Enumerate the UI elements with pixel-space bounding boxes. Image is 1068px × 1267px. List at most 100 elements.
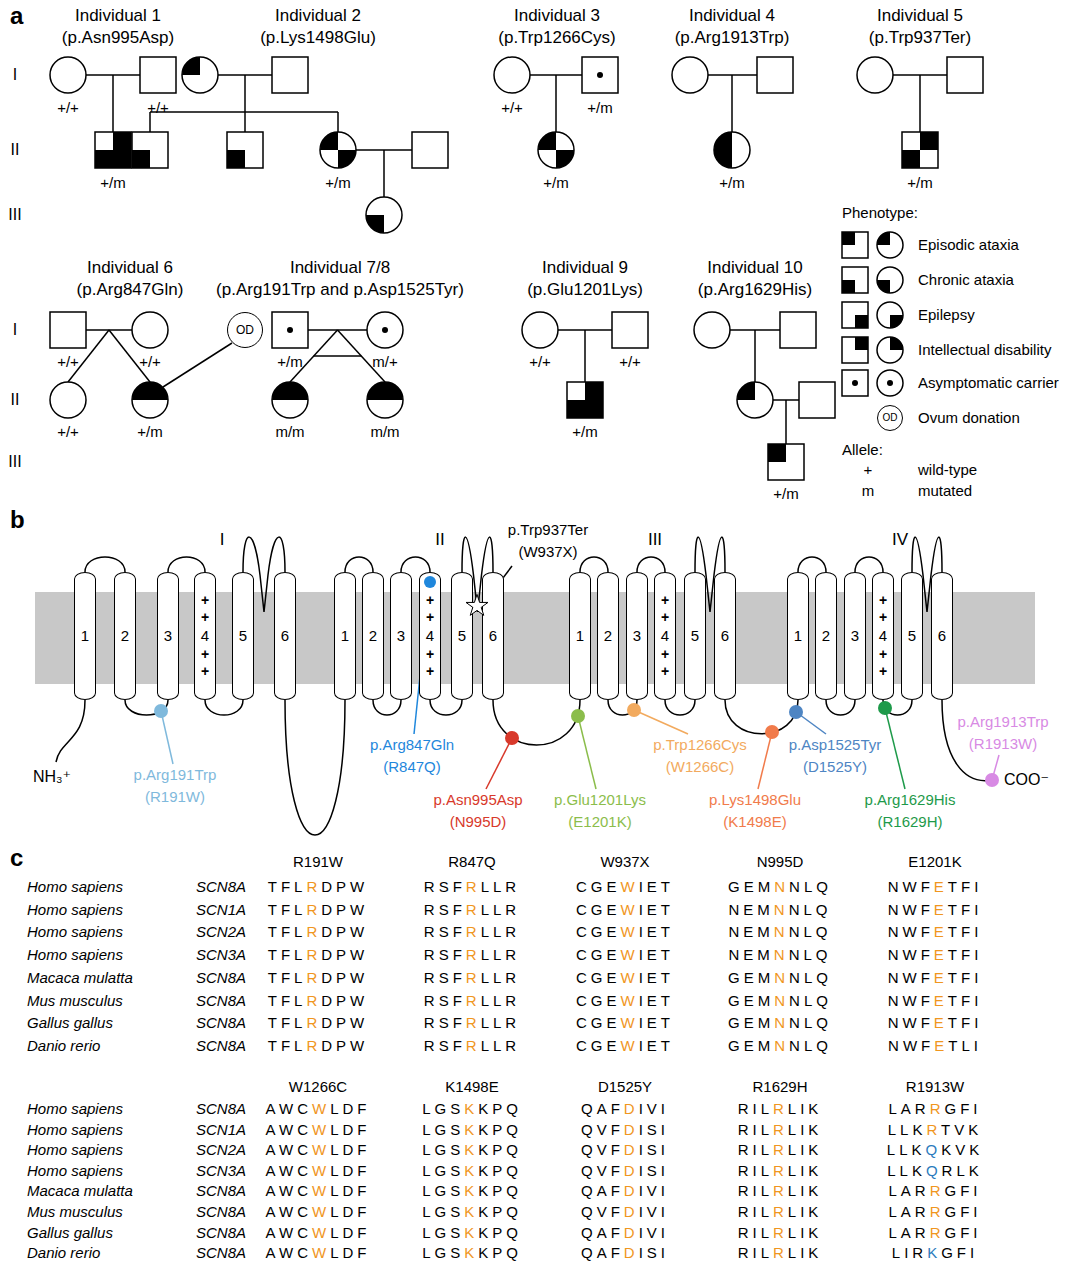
residue-letter: I (752, 1203, 760, 1220)
sequence-text: GEMNNLQ (728, 878, 832, 895)
residue-letter: I (800, 1142, 808, 1159)
sequence-text: RILRLIK (738, 1100, 823, 1117)
sequence-text: QAFDIVI (581, 1100, 669, 1117)
sequence-text: GEMNNLQ (728, 969, 832, 986)
symbol-outline (132, 312, 168, 348)
residue-letter: A (266, 1100, 279, 1117)
residue-letter: V (597, 1121, 611, 1138)
individual-title: Individual 9 (542, 258, 628, 278)
sequence-text: AWCWLDF (266, 1100, 371, 1117)
variant-name: p.Arg847Gln (370, 736, 454, 753)
residue-letter: I (973, 1203, 981, 1220)
domain-linker (285, 700, 345, 835)
residue-letter: L (888, 1183, 900, 1200)
gene-name: SCN8A (196, 1245, 246, 1262)
residue-letter: Q (581, 1203, 597, 1220)
residue-letter: K (478, 1142, 492, 1159)
individual-title: Individual 6 (87, 258, 173, 278)
residue-letter: I (639, 1100, 647, 1117)
sequence-text: NWFETFI (888, 924, 983, 941)
residue-letter: F (357, 1203, 370, 1220)
residue-letter: W (902, 1015, 920, 1032)
species-name: Homo sapiens (27, 1121, 123, 1138)
genotype-label: +/+ (501, 99, 523, 116)
residue-letter: L (294, 924, 306, 941)
sequence-text: RILRLIK (738, 1183, 823, 1200)
residue-letter: S (439, 992, 453, 1009)
symbol-outline (367, 312, 403, 348)
generation-number: I (13, 321, 17, 339)
pedigree-line (383, 150, 385, 197)
residue-letter: R (738, 1183, 753, 1200)
residue-letter: R (942, 1162, 957, 1179)
residue-letter: E (647, 946, 661, 963)
legend-heading: Phenotype: (842, 204, 918, 221)
genotype-label: +/+ (57, 99, 79, 116)
residue-letter: F (281, 992, 294, 1009)
symbol-outline (768, 444, 804, 480)
residue-letter: R (424, 992, 439, 1009)
residue-letter: D (321, 878, 336, 895)
residue-letter: F (281, 924, 294, 941)
residue-letter: C (297, 1183, 312, 1200)
symbol-outline (272, 312, 308, 348)
residue-letter: K (911, 1142, 925, 1159)
residue-letter: E (647, 924, 661, 941)
residue-letter: I (974, 946, 982, 963)
variant-dot (627, 703, 641, 717)
female-symbol (538, 132, 574, 168)
symbol-outline (857, 57, 893, 93)
residue-letter: K (808, 1183, 822, 1200)
symbol-ground (694, 312, 730, 348)
residue-letter: T (948, 901, 961, 918)
variant-code: (N995D) (450, 813, 507, 830)
sequence-text: RSFRLLR (424, 1015, 520, 1032)
species-name: Gallus gallus (27, 1224, 113, 1241)
residue-letter: R (466, 992, 481, 1009)
extracellular-loop (798, 557, 826, 572)
segment-number: 1 (341, 626, 349, 646)
genotype-label: +/+ (57, 353, 79, 370)
residue-letter: W (350, 946, 368, 963)
extracellular-loop (85, 557, 125, 572)
residue-letter: L (330, 1224, 342, 1241)
symbol-outline (50, 57, 86, 93)
legend-text: Episodic ataxia (918, 236, 1019, 253)
extracellular-loop (637, 557, 665, 572)
species-name: Homo sapiens (27, 924, 123, 941)
transmembrane-segment: ++4++ (194, 572, 216, 700)
intracellular-loop (826, 700, 855, 715)
panel-letter: c (10, 844, 23, 872)
individual-title: Individual 4 (689, 6, 775, 26)
residue-letter: D (624, 1121, 639, 1138)
residue-letter: W (279, 1100, 297, 1117)
charge-mark: + (426, 663, 434, 680)
transmembrane-segment: 5 (451, 572, 473, 700)
residue-letter: N (774, 969, 789, 986)
residue-letter: A (901, 1203, 915, 1220)
residue-letter: F (357, 1183, 370, 1200)
residue-letter: F (281, 969, 294, 986)
residue-letter: E (934, 924, 948, 941)
residue-letter: L (493, 924, 505, 941)
residue-letter: F (453, 878, 466, 895)
symbol-ground (132, 132, 168, 168)
variant-name: p.Glu1201Lys (554, 791, 646, 808)
leader-line (578, 716, 596, 789)
residue-letter: D (321, 924, 336, 941)
residue-letter: F (453, 1015, 466, 1032)
segment-number: 6 (489, 626, 497, 646)
residue-letter: N (774, 924, 789, 941)
residue-letter: G (728, 1037, 744, 1054)
residue-letter: F (611, 1121, 624, 1138)
sequence-text: TFLRDPW (268, 992, 369, 1009)
residue-letter: P (336, 878, 350, 895)
intracellular-loop (665, 700, 695, 715)
transmembrane-segment: 1 (74, 572, 96, 700)
residue-letter: I (661, 1162, 669, 1179)
residue-letter: F (611, 1142, 624, 1159)
residue-letter: S (647, 1142, 661, 1159)
ovum-donor-circle: OD (227, 312, 263, 348)
residue-letter: S (450, 1203, 464, 1220)
